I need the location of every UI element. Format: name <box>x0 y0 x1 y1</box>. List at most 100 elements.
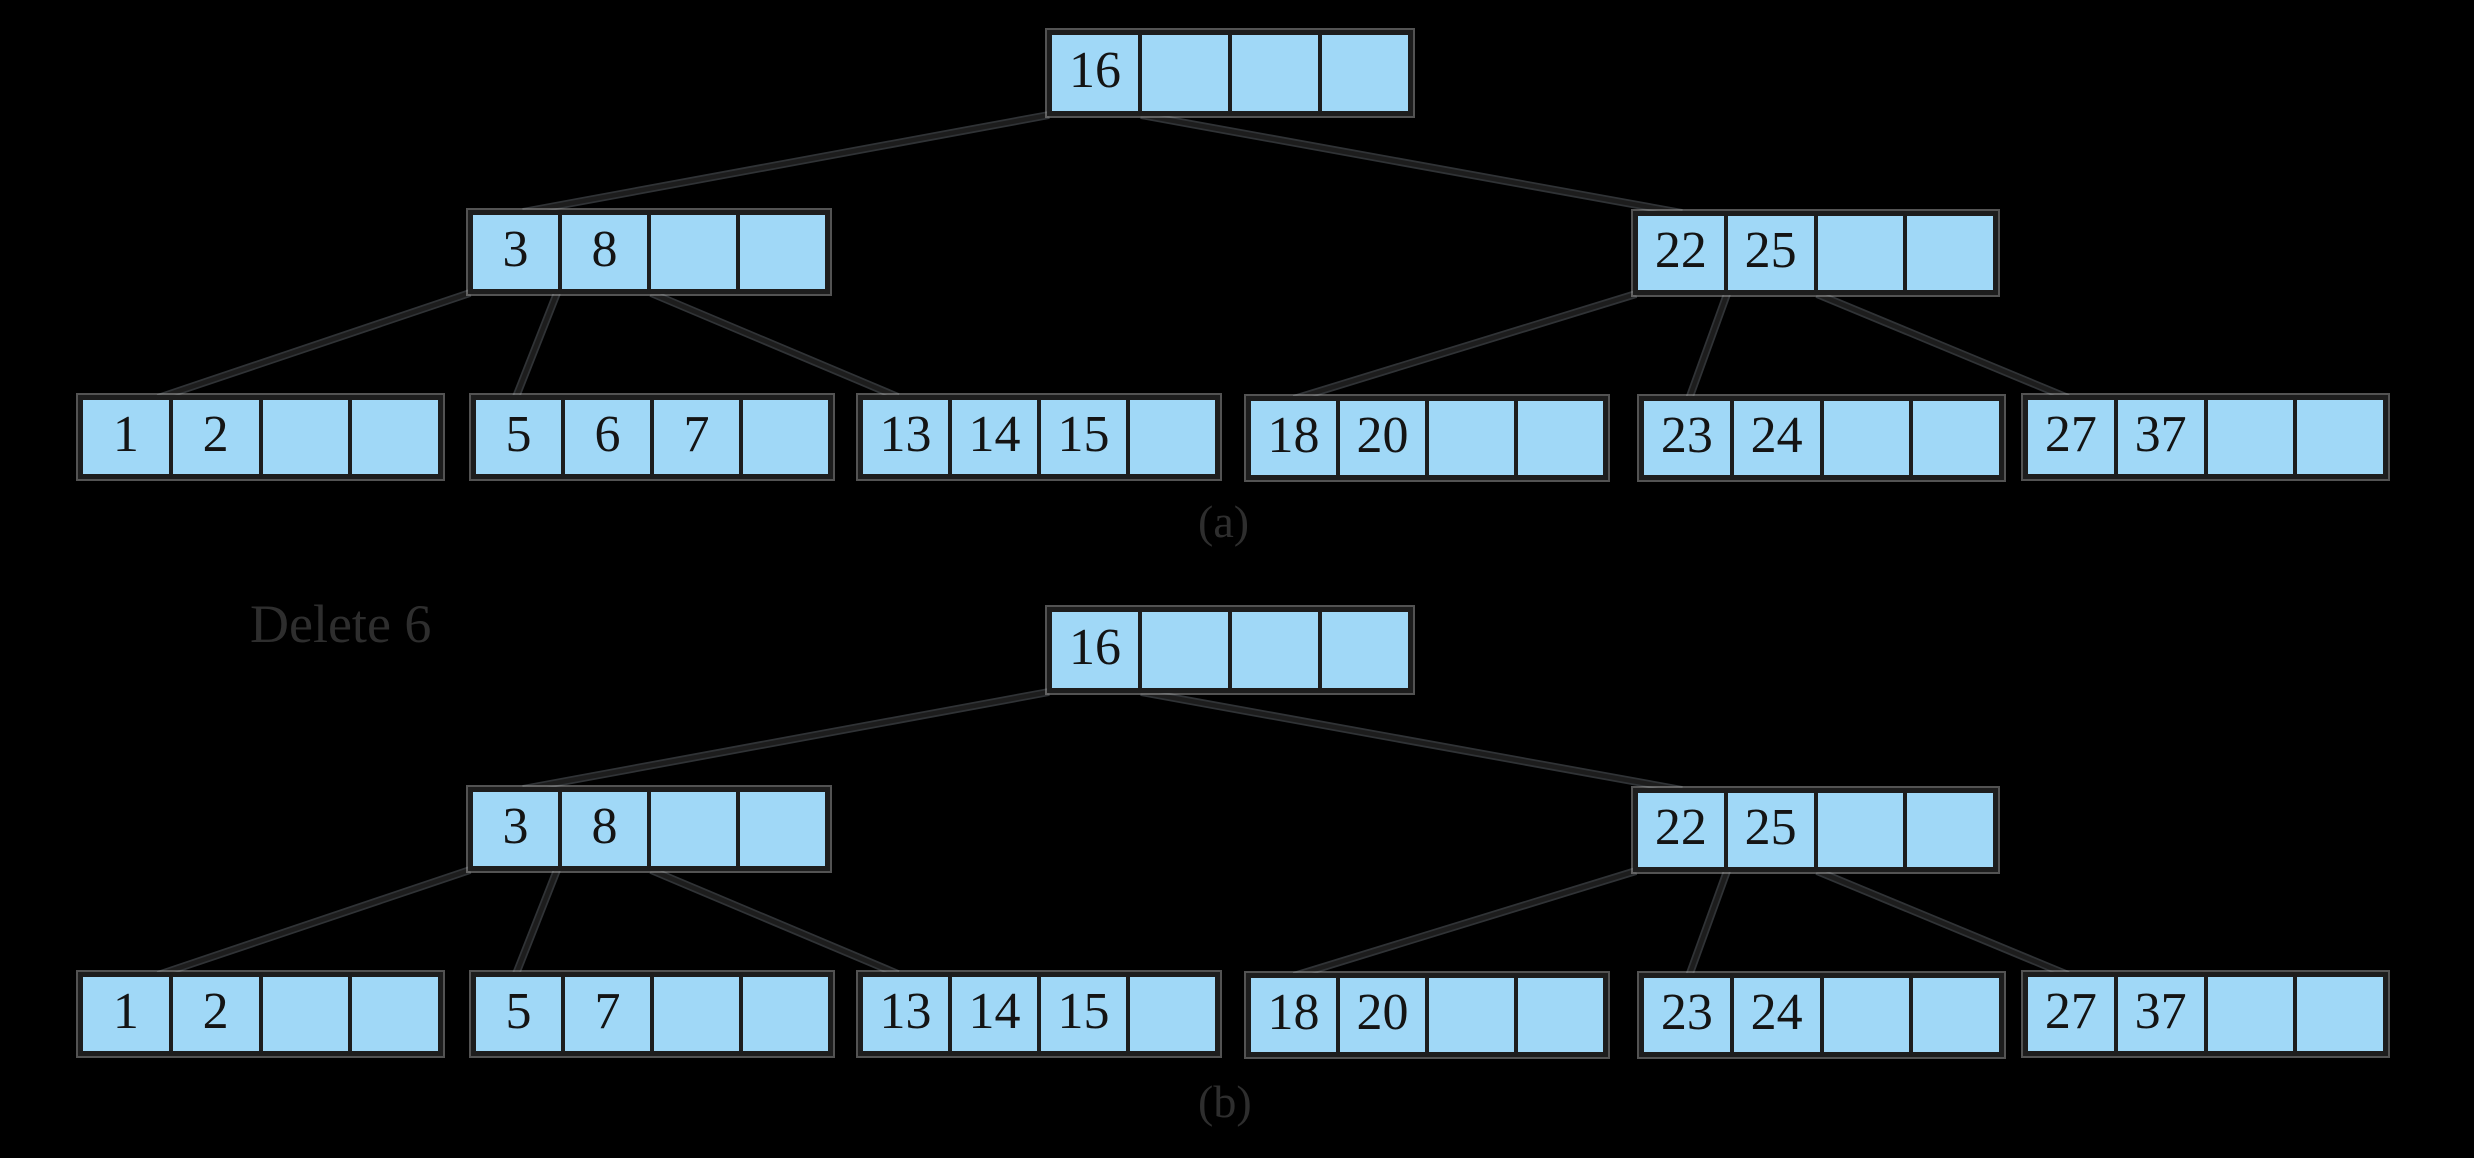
btree-a-edge-7 <box>1686 293 1730 400</box>
btree-b-root-cell-4 <box>1322 612 1408 688</box>
btree-a-leaf-1-cell-2: 2 <box>173 400 263 474</box>
btree-b-internal-left-cell-2: 8 <box>562 792 651 866</box>
btree-a-leaf-2-cell-4 <box>743 400 828 474</box>
btree-a-leaf-2-cell-2: 6 <box>565 400 654 474</box>
caption-b: (b) <box>1198 1076 1252 1127</box>
btree-b-internal-right-cell-3 <box>1818 793 1908 867</box>
btree-b-leaf-4-cell-1: 18 <box>1251 978 1340 1052</box>
btree-b-edge-6 <box>1293 868 1637 979</box>
btree-a-internal-right-cell-2: 25 <box>1728 216 1818 290</box>
btree-a-leaf-1-cell-3 <box>263 400 353 474</box>
btree-a-leaf-4-cell-4 <box>1518 401 1603 475</box>
btree-b-leaf-6-cell-2: 37 <box>2118 977 2208 1051</box>
btree-b-internal-left-cell-4 <box>740 792 825 866</box>
btree-b-root-cell-1: 16 <box>1052 612 1142 688</box>
btree-b-leaf-1-cell-1: 1 <box>83 977 173 1051</box>
btree-b-internal-right-cell-2: 25 <box>1728 793 1818 867</box>
btree-a-edge-3 <box>157 290 471 401</box>
btree-a-leaf-2-cell-1: 5 <box>476 400 565 474</box>
btree-a-leaf-4-cell-2: 20 <box>1340 401 1429 475</box>
btree-b-leaf-2-cell-1: 5 <box>476 977 565 1051</box>
btree-b-leaf-4-cell-4 <box>1518 978 1603 1052</box>
btree-b-edge-7 <box>1686 870 1730 977</box>
btree-b-leaf-1-cell-2: 2 <box>173 977 263 1051</box>
btree-a-leaf-6-cell-3 <box>2208 400 2298 474</box>
btree-a-leaf-3-cell-4 <box>1130 400 1215 474</box>
btree-b-internal-right-cell-1: 22 <box>1638 793 1728 867</box>
btree-a-leaf-3-cell-3: 15 <box>1041 400 1130 474</box>
btree-a-leaf-1-cell-1: 1 <box>83 400 173 474</box>
btree-a-root-cell-4 <box>1322 35 1408 111</box>
btree-a-leaf-1-cell-4 <box>352 400 438 474</box>
btree-a-edge-6 <box>1293 291 1637 402</box>
btree-a-leaf-5-cell-4 <box>1913 401 1999 475</box>
btree-a-edge-5 <box>650 290 899 400</box>
btree-b-root-cell-3 <box>1232 612 1322 688</box>
btree-a-leaf-6-cell-1: 27 <box>2028 400 2118 474</box>
btree-b-edge-3 <box>157 867 471 978</box>
btree-a-leaf-4-cell-1: 18 <box>1251 401 1340 475</box>
btree-a-root-cell-2 <box>1142 35 1232 111</box>
btree-b-internal-left-cell-3 <box>651 792 740 866</box>
btree-a-edge-1 <box>522 112 1050 215</box>
caption-a: (a) <box>1198 496 1250 547</box>
btree-b-leaf-2-cell-4 <box>743 977 828 1051</box>
delete-6-annotation: Delete 6 <box>250 594 432 654</box>
btree-b-leaf-3-cell-1: 13 <box>863 977 952 1051</box>
btree-a-edge-8 <box>1816 291 2069 401</box>
btree-b-leaf-6-cell-4 <box>2297 977 2383 1051</box>
btree-a-internal-right-cell-1: 22 <box>1638 216 1728 290</box>
btree-b-leaf-4-cell-2: 20 <box>1340 978 1429 1052</box>
btree-a-leaf-3-cell-2: 14 <box>952 400 1041 474</box>
btree-a-leaf-6-cell-4 <box>2297 400 2383 474</box>
btree-a-leaf-4-cell-3 <box>1429 401 1518 475</box>
btree-a-leaf-3-cell-1: 13 <box>863 400 952 474</box>
btree-a-internal-left-cell-4 <box>740 215 825 289</box>
btree-b-leaf-6-cell-3 <box>2208 977 2298 1051</box>
btree-a-edge-2 <box>1140 112 1683 216</box>
btree-a-edge-4 <box>513 292 560 398</box>
btree-a-root-cell-1: 16 <box>1052 35 1142 111</box>
btree-b-edge-5 <box>650 867 899 977</box>
btree-b-leaf-3-cell-4 <box>1130 977 1215 1051</box>
btree-b-leaf-2-cell-2: 7 <box>565 977 654 1051</box>
btree-b-edge-1 <box>522 689 1050 792</box>
btree-a-internal-left-cell-1: 3 <box>473 215 562 289</box>
btree-b-internal-right-cell-4 <box>1907 793 1993 867</box>
btree-a-leaf-2-cell-3: 7 <box>654 400 743 474</box>
btree-a-leaf-5-cell-3 <box>1824 401 1914 475</box>
btree-a-leaf-6-cell-2: 37 <box>2118 400 2208 474</box>
btree-b-leaf-1-cell-3 <box>263 977 353 1051</box>
btree-a-internal-right-cell-4 <box>1907 216 1993 290</box>
btree-a-root-cell-3 <box>1232 35 1322 111</box>
btree-b-leaf-3-cell-3: 15 <box>1041 977 1130 1051</box>
btree-a-internal-left-cell-3 <box>651 215 740 289</box>
btree-b-leaf-5-cell-1: 23 <box>1644 978 1734 1052</box>
btree-b-leaf-3-cell-2: 14 <box>952 977 1041 1051</box>
btree-a-leaf-5-cell-1: 23 <box>1644 401 1734 475</box>
btree-b-root-cell-2 <box>1142 612 1232 688</box>
btree-a-leaf-5-cell-2: 24 <box>1734 401 1824 475</box>
btree-a-internal-right-cell-3 <box>1818 216 1908 290</box>
btree-b-leaf-5-cell-2: 24 <box>1734 978 1824 1052</box>
btree-b-leaf-6-cell-1: 27 <box>2028 977 2118 1051</box>
btree-b-edge-4 <box>513 869 560 975</box>
